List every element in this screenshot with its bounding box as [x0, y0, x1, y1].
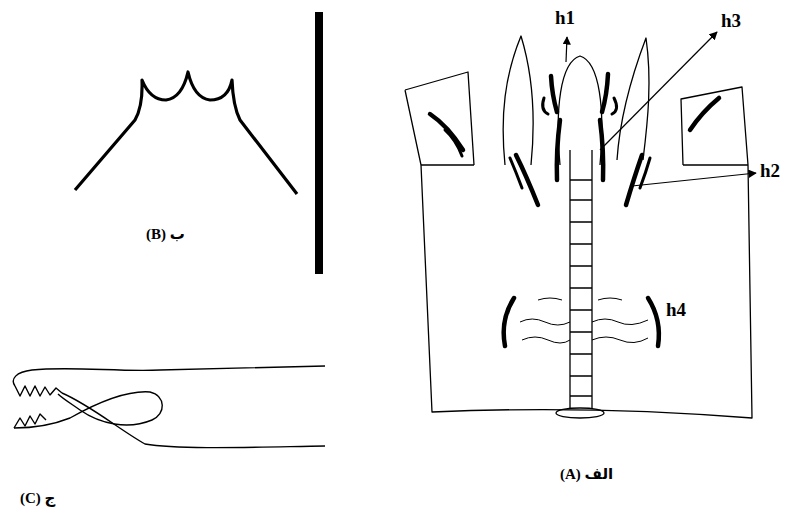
seta — [551, 76, 557, 112]
seta — [557, 120, 560, 180]
seta — [543, 98, 548, 114]
teeth — [15, 386, 62, 396]
corniculus — [503, 36, 533, 165]
teeth — [14, 414, 46, 428]
leader-line — [600, 32, 717, 150]
tectum-outline — [75, 72, 297, 194]
shoulder-line — [421, 164, 748, 165]
seta-label: h4 — [666, 300, 686, 321]
seta — [612, 98, 617, 114]
seta-label: h1 — [555, 8, 575, 29]
seta — [648, 298, 659, 346]
labrum — [558, 56, 602, 165]
basal-plate — [556, 408, 604, 418]
seta — [626, 155, 642, 205]
panel-label: الف (A) — [560, 466, 613, 483]
leader-line — [566, 37, 567, 62]
median-groove — [570, 150, 592, 408]
hypostome-outline — [405, 36, 752, 418]
movable-digit — [14, 392, 162, 428]
corniculus — [617, 38, 649, 160]
leader-lines — [566, 32, 756, 186]
panel-label: ب (B) — [146, 226, 185, 243]
seta — [690, 98, 719, 130]
chelicera-shaft — [13, 366, 325, 386]
seta — [510, 158, 522, 188]
scale-bar — [315, 12, 323, 274]
seta — [445, 130, 462, 156]
leader-line — [632, 173, 756, 186]
panel-label: ج (C) — [20, 490, 55, 507]
setae — [430, 74, 719, 346]
body-outline — [405, 72, 752, 418]
seta — [504, 298, 514, 346]
wrinkle-line — [520, 298, 648, 343]
groove-segments — [570, 180, 592, 396]
seta — [640, 158, 650, 188]
seta — [602, 74, 608, 112]
seta-label: h3 — [721, 11, 741, 32]
seta-label: h2 — [760, 161, 780, 182]
chelicera-outline — [13, 366, 325, 448]
